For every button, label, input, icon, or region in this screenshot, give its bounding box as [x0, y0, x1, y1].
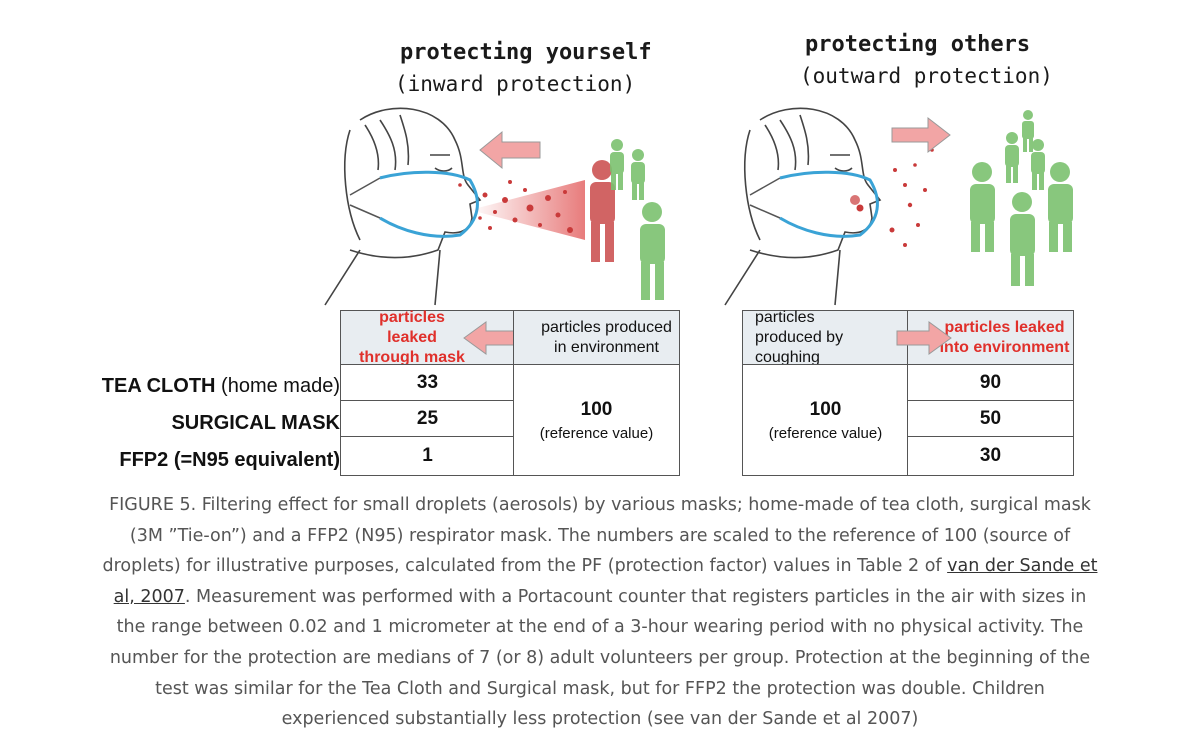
arrow-right-icon — [896, 321, 952, 355]
value-surgical-mask-outward: 50 — [907, 400, 1074, 438]
person-head-sketch — [724, 107, 882, 306]
inward-illustration — [324, 107, 665, 306]
green-person-icons — [970, 110, 1073, 286]
value-surgical-mask: 25 — [340, 400, 515, 438]
figure-caption: FIGURE 5. Filtering effect for small dro… — [102, 495, 1098, 730]
green-person-icons — [610, 139, 665, 300]
row-label-ffp2: FFP2 (=N95 equivalent) — [119, 449, 340, 471]
arrow-right-icon — [891, 116, 951, 154]
row-label-tea-cloth: TEA CLOTH (home made) — [101, 375, 340, 397]
person-head-sketch — [324, 107, 482, 306]
droplets — [458, 180, 573, 233]
arrow-left-icon — [479, 130, 541, 170]
red-person-icon — [590, 160, 615, 262]
row-label-surgical-mask: SURGICAL MASK — [171, 412, 340, 434]
value-ffp2: 1 — [340, 436, 515, 476]
value-tea-cloth: 33 — [340, 364, 515, 402]
value-tea-cloth-outward: 90 — [907, 364, 1074, 402]
droplets — [850, 148, 934, 247]
reference-link[interactable]: van der Sande et al, 2007 — [113, 556, 1098, 607]
header-produced-by-coughing: particles produced by coughing — [742, 309, 909, 366]
outward-title: protecting others — [805, 32, 1031, 57]
outward-subtitle: (outward protection) — [800, 64, 1053, 88]
mask-icon — [779, 170, 879, 238]
outward-illustration — [724, 107, 1073, 306]
inward-subtitle: (inward protection) — [395, 72, 636, 96]
value-ffp2-outward: 30 — [907, 436, 1074, 476]
reference-cell-left: 100 (reference value) — [513, 364, 680, 476]
mask-icon — [379, 170, 479, 238]
header-produced-in-environment: particles produced in environment — [513, 310, 680, 366]
inward-title: protecting yourself — [400, 40, 652, 65]
reference-cell-right: 100 (reference value) — [742, 364, 909, 476]
